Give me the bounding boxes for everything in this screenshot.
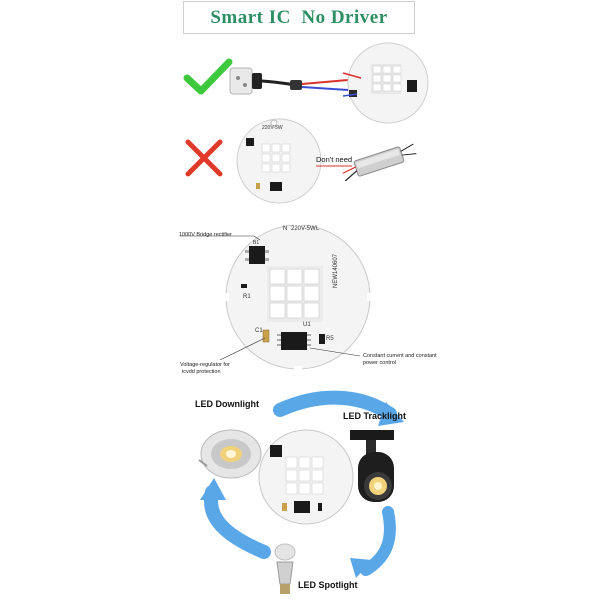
led-driver-icon [342,143,417,182]
board-c1-label: C1 [255,328,263,334]
cycle-arrows [200,390,404,578]
board-voltage: 220V-5W [291,226,316,232]
led-module-small [236,118,322,204]
page-title: Smart IC No Driver [183,1,415,34]
dont-need-underline [316,165,352,167]
board-r1-label: R1 [243,294,251,300]
downlight-label: LED Downlight [195,399,259,409]
led-module-large [223,222,373,372]
regulator-callout-2: icvdd protection [182,369,221,375]
check-icon [183,58,233,95]
downlight-image [198,429,262,479]
spotlight-label: LED Spotlight [298,580,358,590]
constant-callout-2: power control [363,360,397,366]
led-module-wired [342,42,429,124]
tracklight-image [350,430,394,502]
board-u1-label: U1 [303,322,311,328]
rectifier-callout: 1000V Bridge rectifier [179,232,232,238]
power-plug-icon [229,67,349,95]
led-module-center [258,429,354,525]
constant-callout-1: Constant current and constant [363,353,437,359]
board-n-label: N [283,226,288,232]
dont-need-label: Don't need [316,155,353,164]
small-board-voltage: 220V-5W [262,125,283,131]
regulator-callout-1: Voltage-regulator for [180,362,230,368]
board-b1-label: B1 [253,240,260,246]
board-r5-label: R5 [326,336,334,342]
tracklight-label: LED Tracklight [343,411,407,421]
cross-icon [185,139,223,177]
callout-lines [180,235,361,361]
spotlight-image [274,543,296,594]
board-l-label: L [316,226,320,232]
